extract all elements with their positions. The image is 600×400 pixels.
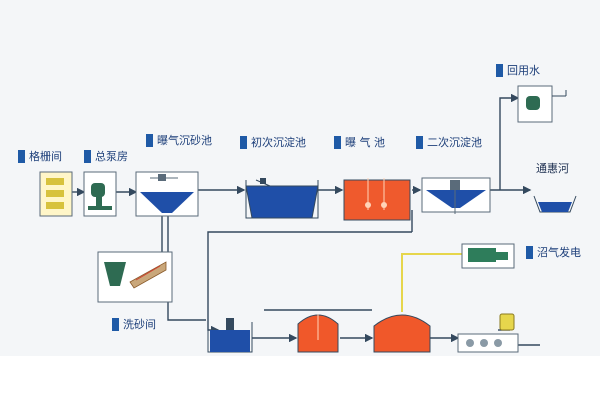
thickener-unit (207, 318, 253, 353)
label-aeration: 曝 气 池 (334, 134, 385, 150)
label-marker (334, 135, 341, 149)
label-marker (496, 63, 503, 77)
label-marker (84, 149, 91, 163)
label-grit: 曝气沉砂池 (146, 132, 212, 148)
label-marker (416, 135, 423, 149)
biogas-pipe (401, 253, 462, 312)
label-secondary-text: 二次沉淀池 (427, 136, 482, 149)
label-marker (240, 135, 247, 149)
pump-house-unit (83, 171, 117, 217)
label-primary: 初次沉淀池 (240, 134, 306, 150)
label-pump: 总泵房 (84, 148, 128, 164)
aeration-tank-unit (343, 178, 411, 221)
label-marker (18, 149, 25, 163)
label-secondary: 二次沉淀池 (416, 134, 482, 150)
label-screen: 格栅间 (18, 148, 62, 164)
primary-clarifier-unit (245, 178, 319, 219)
label-marker (112, 317, 119, 331)
grit-chamber-unit (135, 171, 199, 217)
label-primary-text: 初次沉淀池 (251, 136, 306, 149)
label-biogas-text: 沼气发电 (537, 246, 581, 259)
label-pump-text: 总泵房 (95, 150, 128, 163)
label-reuse: 回用水 (496, 62, 540, 78)
label-marker (146, 133, 153, 147)
label-marker (526, 245, 533, 259)
label-screen-text: 格栅间 (29, 150, 62, 163)
label-sand-wash-text: 洗砂间 (123, 318, 156, 331)
label-river-text: 通惠河 (536, 162, 569, 175)
biogas-generator-unit (461, 243, 515, 269)
label-grit-text: 曝气沉砂池 (157, 134, 212, 147)
screen-unit (39, 171, 73, 217)
label-river: 通惠河 (536, 160, 569, 176)
river-unit (533, 195, 577, 213)
label-reuse-text: 回用水 (507, 64, 540, 77)
label-sand-wash: 洗砂间 (112, 316, 156, 332)
gas-holder-unit (457, 313, 519, 353)
secondary-clarifier-unit (421, 177, 491, 214)
label-aeration-text: 曝 气 池 (345, 136, 385, 149)
reuse-unit (517, 85, 567, 123)
digester-2-unit (373, 314, 431, 353)
label-biogas: 沼气发电 (526, 244, 581, 260)
digester-1-unit (297, 314, 339, 353)
sand-wash-unit (97, 251, 173, 303)
